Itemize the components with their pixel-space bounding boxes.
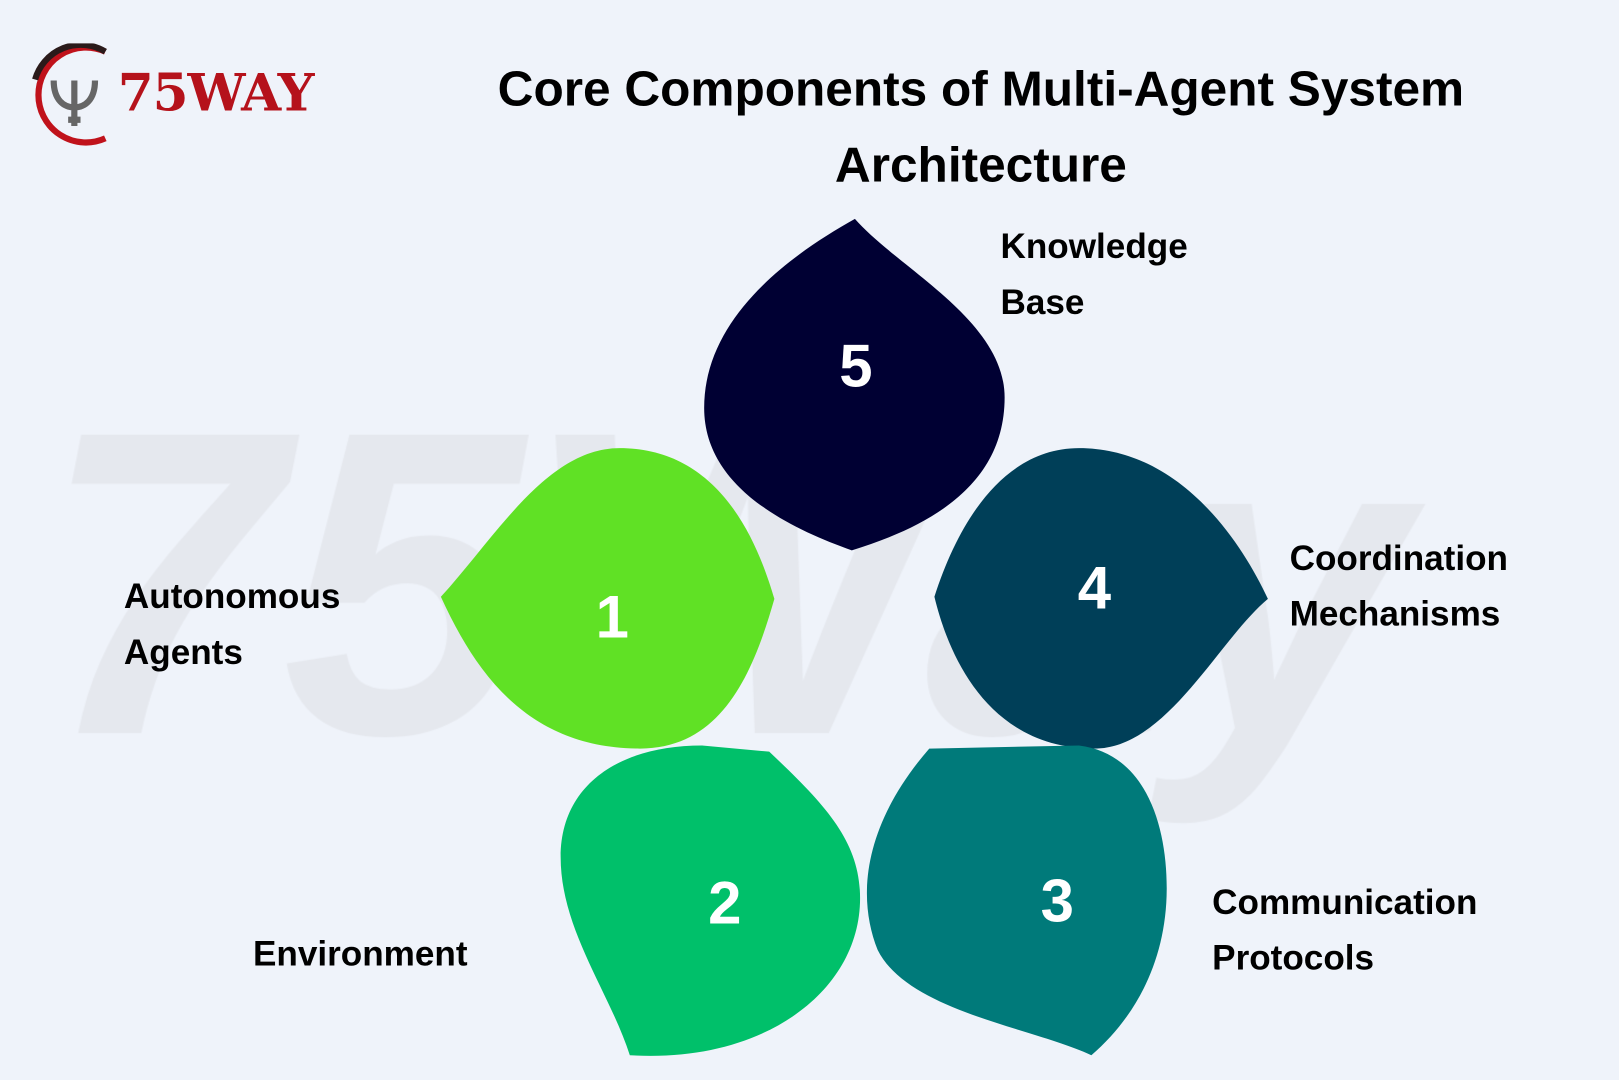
petal-number-4: 4 xyxy=(1077,554,1112,623)
label-knowledge-base: Knowledge Base xyxy=(1000,227,1188,323)
page-title: Core Components of Multi-Agent System Ar… xyxy=(497,61,1465,194)
petal-4 xyxy=(934,448,1268,749)
petal-number-1: 1 xyxy=(595,583,629,651)
label-environment: Environment xyxy=(252,934,468,974)
label-communication-protocols: Communication Protocols xyxy=(1212,882,1478,978)
logo-arc-icon xyxy=(32,43,107,146)
logo-text: 75WAY xyxy=(117,61,315,123)
petal-number-2: 2 xyxy=(708,869,742,937)
petal-5 xyxy=(704,218,1005,551)
brand-logo: 75WAY xyxy=(23,43,333,146)
label-autonomous-agents: Autonomous Agents xyxy=(123,577,341,673)
petal-number-3: 3 xyxy=(1040,867,1074,935)
petal-3 xyxy=(866,745,1167,1056)
petal-1 xyxy=(440,448,775,749)
petal-2 xyxy=(560,745,861,1056)
petal-number-5: 5 xyxy=(839,332,873,401)
label-coordination-mechanisms: Coordination Mechanisms xyxy=(1289,538,1508,634)
